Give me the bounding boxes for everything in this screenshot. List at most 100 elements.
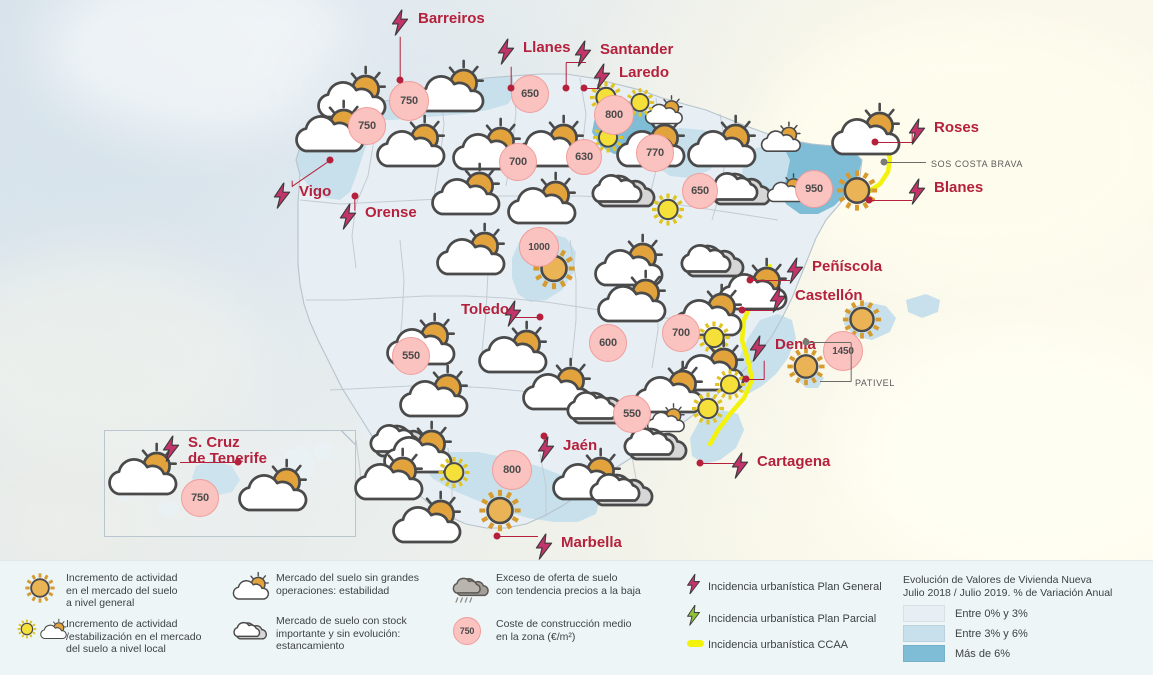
legend-line: Exceso de oferta de suelo xyxy=(496,572,618,584)
location-dot xyxy=(493,532,501,540)
weather-icon-sun-full-yellow xyxy=(649,191,686,233)
weather-icon-sun-cloud xyxy=(643,94,685,132)
legend-bolt-item: Incidencia urbanística Plan General xyxy=(686,573,896,599)
lightning-bolt-icon xyxy=(731,452,750,484)
scale-title: Evolución de Valores de Vivienda Nueva J… xyxy=(903,574,1153,600)
city-label-pescola[interactable]: Peñíscola xyxy=(812,258,883,275)
city-label-jan[interactable]: Jaén xyxy=(563,437,598,454)
legend-bolt-label: Incidencia urbanística Plan Parcial xyxy=(708,612,877,625)
lightning-bolt-icon xyxy=(497,38,516,70)
location-dot xyxy=(536,313,544,321)
legend-line: a nivel general xyxy=(66,597,135,609)
weather-icon-grey-cloud xyxy=(619,412,695,470)
weather-icon-grey-cloud xyxy=(587,159,663,217)
weather-icon-sun-cloud xyxy=(828,101,904,165)
weather-icon-sun-cloud xyxy=(433,221,509,285)
weather-icon-sun-full-yellow xyxy=(689,390,726,432)
lightning-bolt-icon xyxy=(273,182,292,214)
leader-line xyxy=(512,317,540,319)
city-label-toledo[interactable]: Toledo xyxy=(461,301,510,318)
price-circle: 1000 xyxy=(519,227,559,267)
lightning-bolt-icon xyxy=(504,300,523,332)
label-line2: de Tenerife xyxy=(188,450,267,467)
price-circle: 750 xyxy=(181,479,219,517)
location-dot xyxy=(234,458,242,466)
weather-icon-sun-cloud xyxy=(765,172,807,210)
scale-band-label: Más de 6% xyxy=(955,647,1011,660)
legend-line: Incremento de actividad xyxy=(66,618,178,630)
price-circle: 550 xyxy=(392,337,430,375)
price-circle: 750 xyxy=(389,81,429,121)
city-label-orense[interactable]: Orense xyxy=(365,204,417,221)
leader-line xyxy=(869,200,912,202)
city-label-blanes[interactable]: Blanes xyxy=(934,179,984,196)
price-circle: 1450 xyxy=(823,331,863,371)
legend-icon-sun-plus-suncloud xyxy=(17,617,67,642)
lightning-bolt-icon xyxy=(786,257,805,289)
weather-icon-sun-cloud xyxy=(351,446,427,510)
legend-price-circle: 750 xyxy=(453,617,481,646)
price-circle: 650 xyxy=(511,75,549,113)
city-label-roses[interactable]: Roses xyxy=(934,119,980,136)
legend-icon-grey-cloud xyxy=(228,614,276,647)
label-line1: S. Cruz xyxy=(188,434,240,451)
weather-icon-sun-cloud xyxy=(759,120,803,159)
leader-line xyxy=(566,62,586,64)
leader-line xyxy=(820,381,851,383)
lightning-bolt-icon xyxy=(593,63,612,95)
scale-swatch xyxy=(903,625,945,642)
scale-title-line1: Evolución de Valores de Vivienda Nueva xyxy=(903,574,1092,586)
legend-bolt-label: Incidencia urbanística CCAA xyxy=(708,638,849,651)
leader-line xyxy=(884,162,926,164)
city-label-denia[interactable]: Denia xyxy=(775,336,816,353)
price-circle: 770 xyxy=(636,134,674,172)
city-label-vigo[interactable]: Vigo xyxy=(299,183,332,200)
location-dot xyxy=(746,276,754,284)
price-circle: 600 xyxy=(589,324,627,362)
location-dot xyxy=(742,375,750,383)
leader-line xyxy=(875,142,912,144)
lightning-bolt-icon xyxy=(535,533,554,565)
city-label-castelln[interactable]: Castellón xyxy=(795,287,863,304)
weather-icon-sun-cloud xyxy=(684,113,760,177)
city-label-barreiros[interactable]: Barreiros xyxy=(418,10,485,27)
price-circle: 750 xyxy=(348,107,386,145)
legend-line: Mercado del suelo sin grandes xyxy=(276,572,420,584)
location-dot xyxy=(326,156,334,164)
annotation-pativel: PATIVEL xyxy=(855,378,895,388)
leader-line xyxy=(700,463,734,465)
price-circle: 650 xyxy=(682,173,718,209)
city-label-santander[interactable]: Santander xyxy=(600,41,674,58)
city-label-marbella[interactable]: Marbella xyxy=(561,534,622,551)
lightning-bolt-icon xyxy=(537,436,556,468)
city-label-llanes[interactable]: Llanes xyxy=(523,39,571,56)
legend-line: Incremento de actividad xyxy=(66,572,178,584)
city-label-laredo[interactable]: Laredo xyxy=(619,64,670,81)
legend-line: estancamiento xyxy=(276,640,345,653)
legend-item-label: Incremento de actividad/estabilización e… xyxy=(66,617,201,656)
price-circle: 950 xyxy=(795,170,833,208)
legend-scale: Evolución de Valores de Vivienda Nueva J… xyxy=(903,574,1153,665)
location-dot xyxy=(396,76,404,84)
weather-icon-sun-full-yellow xyxy=(624,86,657,124)
cloud-blob-5 xyxy=(840,330,1153,570)
leader-line xyxy=(180,462,238,464)
weather-icon-grey-cloud xyxy=(676,229,752,287)
city-label-cartagena[interactable]: Cartagena xyxy=(757,453,831,470)
lightning-bolt-icon xyxy=(749,335,768,367)
lightning-bolt-icon xyxy=(162,435,181,467)
legend-line: importante y sin evolución: xyxy=(276,627,401,640)
weather-icon-grey-cloud xyxy=(585,458,661,516)
location-dot xyxy=(865,196,873,204)
location-dot xyxy=(880,158,888,166)
weather-icon-sun-full-gold xyxy=(840,297,884,346)
legend-column-4: Incidencia urbanística Plan General Inci… xyxy=(686,573,896,657)
